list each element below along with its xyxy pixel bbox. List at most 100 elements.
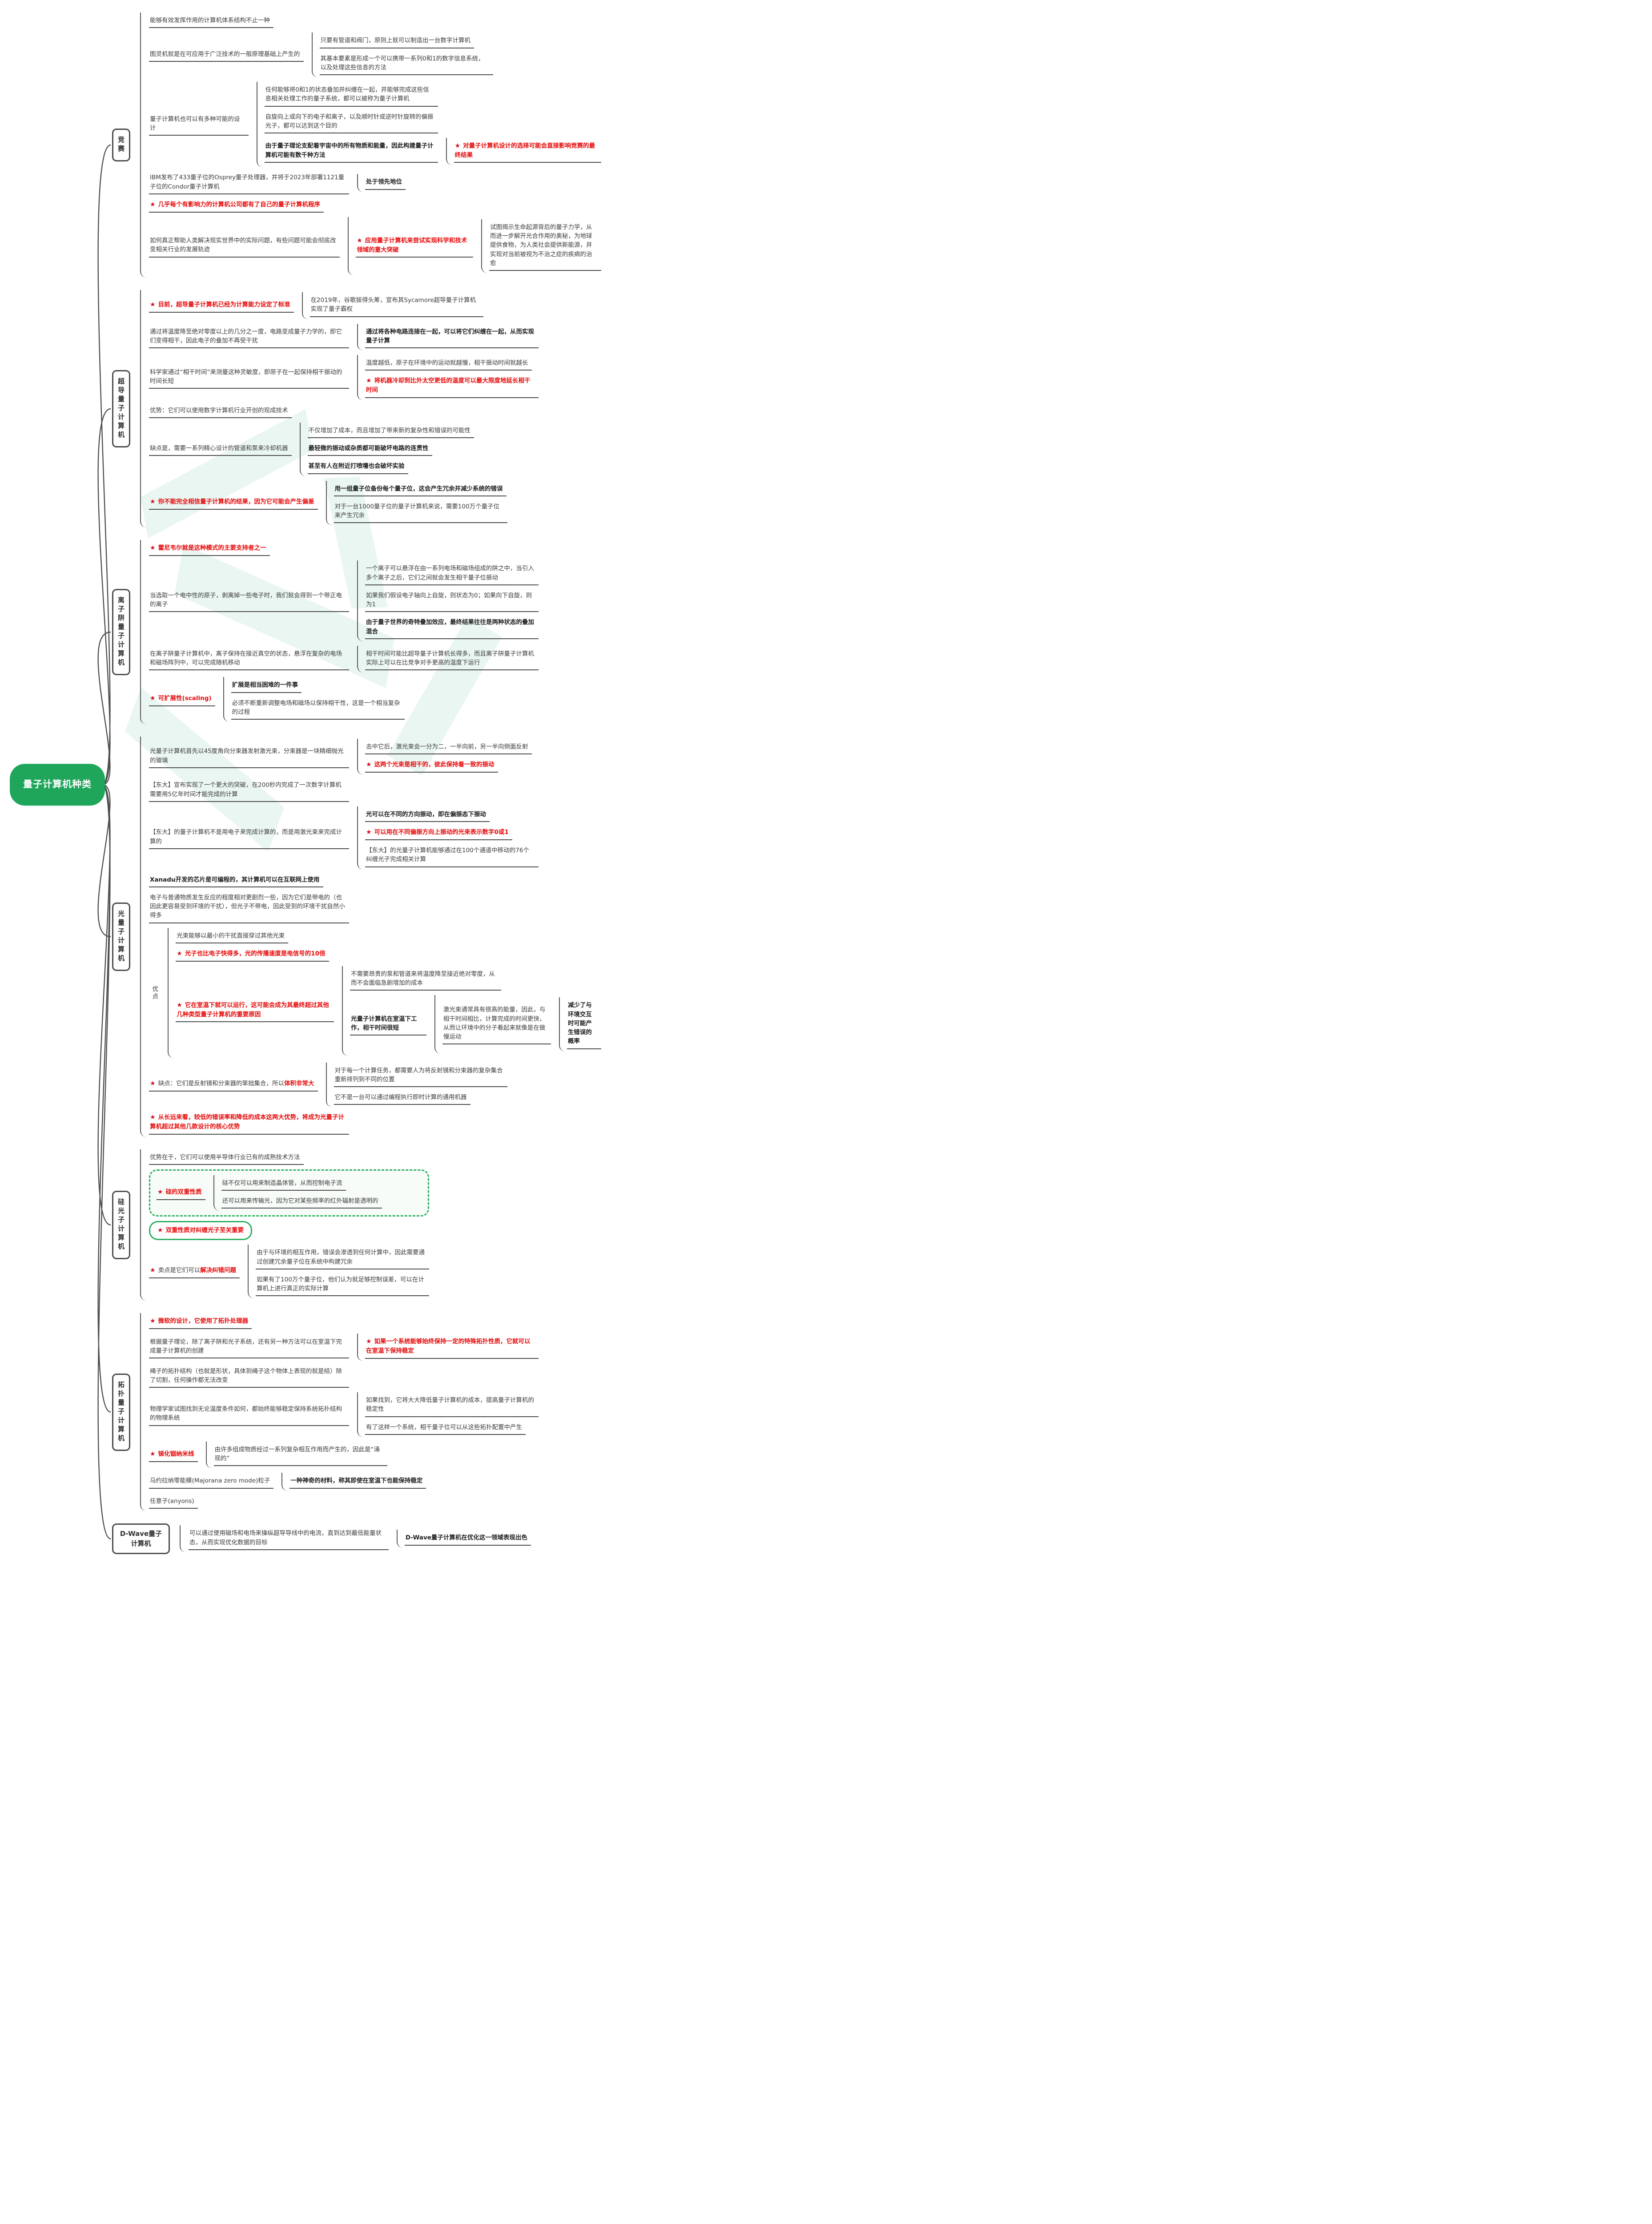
- map-node[interactable]: 其基本要素是形成一个可以携带一系列0和1的数字信息系统，以及处理这些信息的方法: [319, 53, 493, 75]
- map-node[interactable]: ★应用量子计算机来尝试实现科学和技术领域的重大突破: [356, 235, 474, 258]
- map-node[interactable]: 只要有管道和阀门，原则上就可以制造出一台数字计算机: [319, 35, 474, 48]
- map-node[interactable]: ★可以用在不同偏振方向上振动的光来表示数字0或1: [365, 826, 512, 840]
- map-node[interactable]: 可以通过使用磁场和电场来操纵超导导线中的电流，直到达到最低能量状态，从而实现优化…: [189, 1527, 389, 1550]
- map-node[interactable]: 还可以用来传输光，因为它对某些频率的红外辐射是透明的: [221, 1195, 382, 1209]
- map-node[interactable]: 减少了与环境交互时可能产生错误的概率: [567, 999, 601, 1049]
- map-node[interactable]: 光量子计算机首先以45度角向分束器发射激光束，分束器是一块精细抛光的玻璃: [149, 745, 349, 768]
- map-node[interactable]: ★霍尼韦尔就是这种模式的主要支持者之一: [149, 542, 270, 556]
- map-node[interactable]: 不需要昂贵的泵和管道来将温度降至接近绝对零度，从而不会面临急剧增加的成本: [350, 968, 502, 991]
- map-node[interactable]: 不仅增加了成本，而且增加了带来新的复杂性和错误的可能性: [307, 425, 474, 438]
- map-node[interactable]: 由于量子理论支配着宇宙中的所有物质和能量，因此构建量子计算机可能有数千种方法: [264, 140, 438, 163]
- map-node[interactable]: IBM发布了433量子位的Osprey量子处理器，并将于2023年部署1121量…: [149, 172, 349, 194]
- map-node[interactable]: 相干时间可能比超导量子计算机长得多，而且离子阱量子计算机实际上可以在比竞争对手更…: [365, 648, 539, 671]
- map-node-row: IBM发布了433量子位的Osprey量子处理器，并将于2023年部署1121量…: [149, 172, 601, 194]
- map-node[interactable]: 对于每一个计算任务，都需要人为将反射镜和分束器的复杂集合重新排列到不同的位置: [334, 1065, 507, 1087]
- map-node[interactable]: 马约拉纳零能模(Majorana zero mode)粒子: [149, 1475, 274, 1489]
- map-node-row: ★如果一个系统能够始终保持一定的特殊拓扑性质，它就可以在室温下保持稳定: [365, 1336, 539, 1359]
- root-node[interactable]: 量子计算机种类: [10, 764, 105, 806]
- node-text: 如果有了100万个量子位，他们认为就足够控制误差，可以在计算机上进行真正的实际计…: [257, 1276, 424, 1292]
- map-node[interactable]: ★将机器冷却到比外太空更低的温度可以最大限度地延长相干时间: [365, 375, 539, 398]
- branch-label-superconducting[interactable]: 超导量子计算机: [112, 370, 130, 448]
- map-node[interactable]: 激光束通常具有很高的能量，因此，与相干时间相比，计算完成的时间更快，从而让环境中…: [442, 1004, 551, 1045]
- callout-node[interactable]: ★双重性质对纠缠光子至关重要: [149, 1221, 253, 1241]
- branch-label-ion-trap[interactable]: 离子阱量子计算机: [112, 589, 130, 676]
- map-node[interactable]: ★卖点是它们可以解决纠错问题: [149, 1265, 240, 1279]
- map-node[interactable]: 用一组量子位备份每个量子位，这会产生冗余并减少系统的错误: [334, 483, 506, 496]
- map-node[interactable]: 由许多组成物质经过一系列复杂相互作用而产生的，因此是“涌现的”: [213, 1444, 387, 1467]
- map-node[interactable]: 自旋向上或向下的电子和离子，以及顺时针或逆时针旋转的偏振光子，都可以达到这个目的: [264, 111, 438, 133]
- map-node[interactable]: ★这两个光束是相干的，彼此保持着一致的振动: [365, 759, 498, 773]
- map-node[interactable]: 根据量子理论，除了离子阱和光子系统，还有另一种方法可以在室温下完成量子计算机的创…: [149, 1336, 349, 1359]
- map-node[interactable]: 击中它后，激光束会一分为二，一半向前，另一半向侧面反射: [365, 741, 532, 755]
- branch-label-competition[interactable]: 竞赛: [112, 129, 130, 161]
- map-node[interactable]: 最轻微的振动或杂质都可能破坏电路的连贯性: [307, 443, 432, 456]
- map-node[interactable]: 【东大】宣布实现了一个更大的突破，在200秒内完成了一次数字计算机需要用5亿年时…: [149, 779, 349, 802]
- map-node[interactable]: ★它在室温下就可以运行，这可能会成为其最终超过其他几种类型量子计算机的重要原因: [176, 999, 334, 1023]
- map-node[interactable]: 它不是一台可以通过编程执行即时计算的通用机器: [334, 1092, 470, 1105]
- map-node[interactable]: ★如果一个系统能够始终保持一定的特殊拓扑性质，它就可以在室温下保持稳定: [365, 1336, 539, 1359]
- map-node[interactable]: ★几乎每个有影响力的计算机公司都有了自己的量子计算机程序: [149, 199, 324, 213]
- map-node[interactable]: 温度越低，原子在环境中的运动就越慢，相干振动时间就越长: [365, 357, 532, 371]
- branch-label-photonic[interactable]: 光量子计算机: [112, 902, 130, 971]
- map-node[interactable]: 任何能够将0和1的状态叠加并纠缠在一起，并能够完成这些信息相关处理工作的量子系统…: [264, 84, 438, 107]
- map-node[interactable]: Xanadu开发的芯片是可编程的，其计算机可以在互联网上使用: [149, 874, 323, 887]
- map-node[interactable]: 在2019年，谷歌拔得头筹，宣布其Sycamore超导量子计算机实现了量子霸权: [309, 294, 483, 317]
- map-node[interactable]: 硅不仅可以用来制造晶体管，从而控制电子流: [221, 1177, 346, 1191]
- map-node[interactable]: 处于领先地位: [365, 176, 406, 190]
- map-node[interactable]: 在离子阱量子计算机中，离子保持在接近真空的状态，悬浮在复杂的电场和磁场阵列中，可…: [149, 648, 349, 671]
- map-node-row: 通过将温度降至绝对零度以上的几分之一度，电路变成量子力学的，即它们变得相干，因此…: [149, 323, 539, 351]
- map-node[interactable]: 图灵机就是在可应用于广泛技术的一般原理基础上产生的: [149, 48, 304, 62]
- map-node[interactable]: ★你不能完全相信量子计算机的结果，因为它可能会产生偏差: [149, 496, 318, 510]
- map-node[interactable]: ★目前，超导量子计算机已经为计算能力设定了标准: [149, 299, 294, 313]
- branch-label-dwave[interactable]: D-Wave量子计算机: [112, 1523, 170, 1555]
- map-node[interactable]: 如何真正帮助人类解决现实世界中的实际问题，有些问题可能会彻底改变相关行业的发展轨…: [149, 235, 340, 258]
- map-node[interactable]: 光束能够以最小的干扰直接穿过其他光束: [176, 930, 289, 943]
- branch-label-silicon-photonic[interactable]: 硅光子计算机: [112, 1190, 130, 1259]
- node-text-segment: 缺点：它们是反射镜和分束器的笨拙集合，所以: [158, 1080, 285, 1088]
- map-node[interactable]: 任意子(anyons): [149, 1495, 198, 1509]
- map-node[interactable]: 通过将各种电路连接在一起，可以将它们纠缠在一起，从而实现量子计算: [365, 326, 539, 348]
- map-node[interactable]: 光可以在不同的方向振动，即在偏振态下振动: [365, 809, 490, 822]
- map-node[interactable]: 甚至有人在附近打喷嚏也会破坏实验: [307, 460, 408, 474]
- map-node[interactable]: 量子计算机也可以有多种可能的设计: [149, 113, 249, 136]
- map-node[interactable]: 一个离子可以悬浮在由一系列电场和磁场组成的阱之中，当引入多个离子之后，它们之间就…: [365, 563, 539, 585]
- callout-node[interactable]: ★硅的双重性质: [157, 1186, 205, 1200]
- map-node[interactable]: 【东大】的量子计算机不是用电子来完成计算的，而是用激光束来完成计算的: [149, 826, 349, 849]
- node-text: Xanadu开发的芯片是可编程的，其计算机可以在互联网上使用: [150, 876, 320, 883]
- map-node[interactable]: 有了这样一个系统，相干量子位可以从这些拓扑配置中产生: [365, 1422, 526, 1435]
- map-node[interactable]: ★缺点：它们是反射镜和分束器的笨拙集合，所以体积非常大: [149, 1078, 318, 1092]
- map-node[interactable]: ★光子也比电子快得多，光的传播速度是电信号的10倍: [176, 948, 329, 962]
- map-node[interactable]: 对于一台1000量子位的量子计算机来说，需要100万个量子位来产生冗余: [334, 501, 507, 524]
- map-node[interactable]: 科学家通过“相干时间”来测量这种灵敏度，即原子在一起保持相干振动的时间长短: [149, 367, 349, 389]
- map-node[interactable]: ★微软的设计，它使用了拓扑处理器: [149, 1315, 252, 1330]
- map-node-row: 击中它后，激光束会一分为二，一半向前，另一半向侧面反射: [365, 741, 532, 755]
- map-node[interactable]: 优势在于，它们可以使用半导体行业已有的成熟技术方法: [149, 1152, 304, 1165]
- map-node[interactable]: 一种神奇的材料，称其即使在室温下也能保持稳定: [289, 1475, 426, 1489]
- map-node[interactable]: 由于与环境的相互作用，错误会渗透到任何计算中，因此需要通过创建冗余量子位在系统中…: [256, 1247, 430, 1269]
- map-node[interactable]: 优点: [149, 984, 160, 1002]
- map-node[interactable]: 缺点是，需要一系列精心设计的管道和泵来冷却机器: [149, 443, 292, 456]
- map-node[interactable]: 绳子的拓扑结构（也就是形状，具体到绳子这个物体上表现的就是结）除了切割，任何操作…: [149, 1366, 349, 1388]
- map-node[interactable]: ★从长远来看，较低的错误率和降低的成本这两大优势，将成为光量子计算机超过其他几款…: [149, 1112, 349, 1135]
- branch-label-topological[interactable]: 拓扑量子计算机: [112, 1373, 130, 1451]
- map-node[interactable]: D-Wave量子计算机在优化这一领域表现出色: [405, 1532, 531, 1546]
- map-node[interactable]: 通过将温度降至绝对零度以上的几分之一度，电路变成量子力学的，即它们变得相干，因此…: [149, 326, 349, 348]
- map-node[interactable]: 光量子计算机在室温下工作，相干时间很短: [350, 1013, 426, 1036]
- map-node[interactable]: 电子与普通物质发生反应的程度相对更剧烈一些，因为它们是带电的（也因此更容易受到环…: [149, 892, 349, 923]
- map-node[interactable]: 如果我们假设电子轴向上自旋，则状态为0；如果向下自旋，则为1: [365, 590, 539, 612]
- map-node[interactable]: ★可扩展性(scaling): [149, 693, 215, 707]
- map-node[interactable]: 如果有了100万个量子位，他们认为就足够控制误差，可以在计算机上进行真正的实际计…: [256, 1274, 430, 1297]
- map-node[interactable]: 如果找到，它将大大降低量子计算机的成本，提高量子计算机的稳定性: [365, 1394, 539, 1417]
- map-node[interactable]: ★锑化铟纳米线: [149, 1448, 198, 1462]
- star-icon: ★: [157, 1188, 163, 1196]
- map-node[interactable]: 物理学家试图找到无论温度条件如何，都始终能够稳定保持系统拓扑结构的物理系统: [149, 1403, 349, 1426]
- map-node[interactable]: 由于量子世界的奇特叠加效应，最终结果往往是两种状态的叠加混合: [365, 616, 539, 639]
- map-node[interactable]: 当选取一个电中性的原子，剥离掉一些电子时，我们就会得到一个带正电的离子: [149, 590, 349, 612]
- map-node[interactable]: 优势：它们可以使用数字计算机行业开创的现成技术: [149, 405, 292, 418]
- map-node[interactable]: ★对量子计算机设计的选择可能会直接影响竞赛的最终结果: [454, 140, 601, 163]
- map-node[interactable]: 必须不断重新调整电场和磁场以保持相干性，这是一个相当复杂的过程: [231, 697, 405, 720]
- map-node[interactable]: 【东大】的光量子计算机能够通过在100个通道中移动的76个纠缠光子完成相关计算: [365, 845, 539, 867]
- map-node[interactable]: 扩展是相当困难的一件事: [231, 679, 302, 693]
- map-node[interactable]: 能够有效发挥作用的计算机体系结构不止一种: [149, 15, 273, 28]
- map-node[interactable]: 试图揭示生命起源背后的量子力学，从而进一步解开光合作用的奥秘，为地球提供食物，为…: [489, 222, 601, 271]
